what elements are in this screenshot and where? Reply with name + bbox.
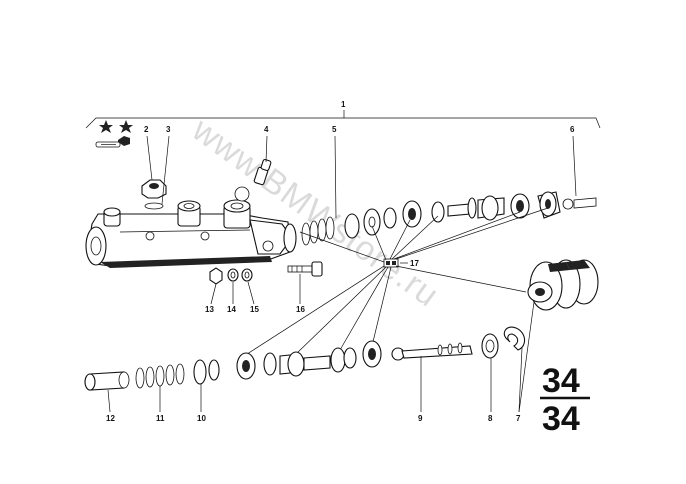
- part-label-1: 1: [341, 100, 346, 109]
- part-label-14: 14: [227, 305, 236, 314]
- part-label-16: 16: [296, 305, 305, 314]
- part-label-11: 11: [156, 414, 165, 423]
- part-label-2: 2: [144, 125, 149, 134]
- part-label-12: 12: [106, 414, 115, 423]
- group-number-top: 34: [542, 362, 580, 400]
- part-label-4: 4: [264, 125, 269, 134]
- part-number-labels: 1 2 3 4 5 6 17 13 14 15 16 12 11 10 9 8 …: [106, 100, 577, 423]
- kit-leader-lines-lower: [243, 265, 527, 357]
- assembly-bracket: [85, 110, 601, 129]
- part-label-8: 8: [488, 414, 493, 423]
- part-label-3: 3: [166, 125, 171, 134]
- part-label-5: 5: [332, 125, 337, 134]
- parts-13-15-fasteners: [209, 267, 253, 285]
- part-4-bleeder-screw: [253, 158, 272, 186]
- tool-icon: [95, 136, 130, 148]
- part-label-17: 17: [410, 259, 419, 268]
- part-label-6: 6: [570, 125, 575, 134]
- part-4-washer: [234, 186, 250, 202]
- upper-seal-row: [283, 191, 597, 253]
- part-7-rubber-boot: [527, 259, 599, 311]
- part-16-bolt: [287, 261, 323, 277]
- group-number-block: 34 34: [540, 362, 590, 438]
- part-label-7: 7: [516, 414, 521, 423]
- part-label-10: 10: [197, 414, 206, 423]
- part-label-15: 15: [250, 305, 259, 314]
- part-label-13: 13: [205, 305, 214, 314]
- kit-leader-lines-upper: [299, 207, 549, 263]
- part-label-9: 9: [418, 414, 423, 423]
- part-7-retaining-ring: [503, 326, 526, 351]
- two-stars-icon: [99, 120, 133, 133]
- part-2-cap-nut: [141, 179, 167, 210]
- master-cylinder-housing: [85, 199, 293, 268]
- group-number-bottom: 34: [542, 400, 580, 438]
- lower-seal-row: [84, 333, 499, 391]
